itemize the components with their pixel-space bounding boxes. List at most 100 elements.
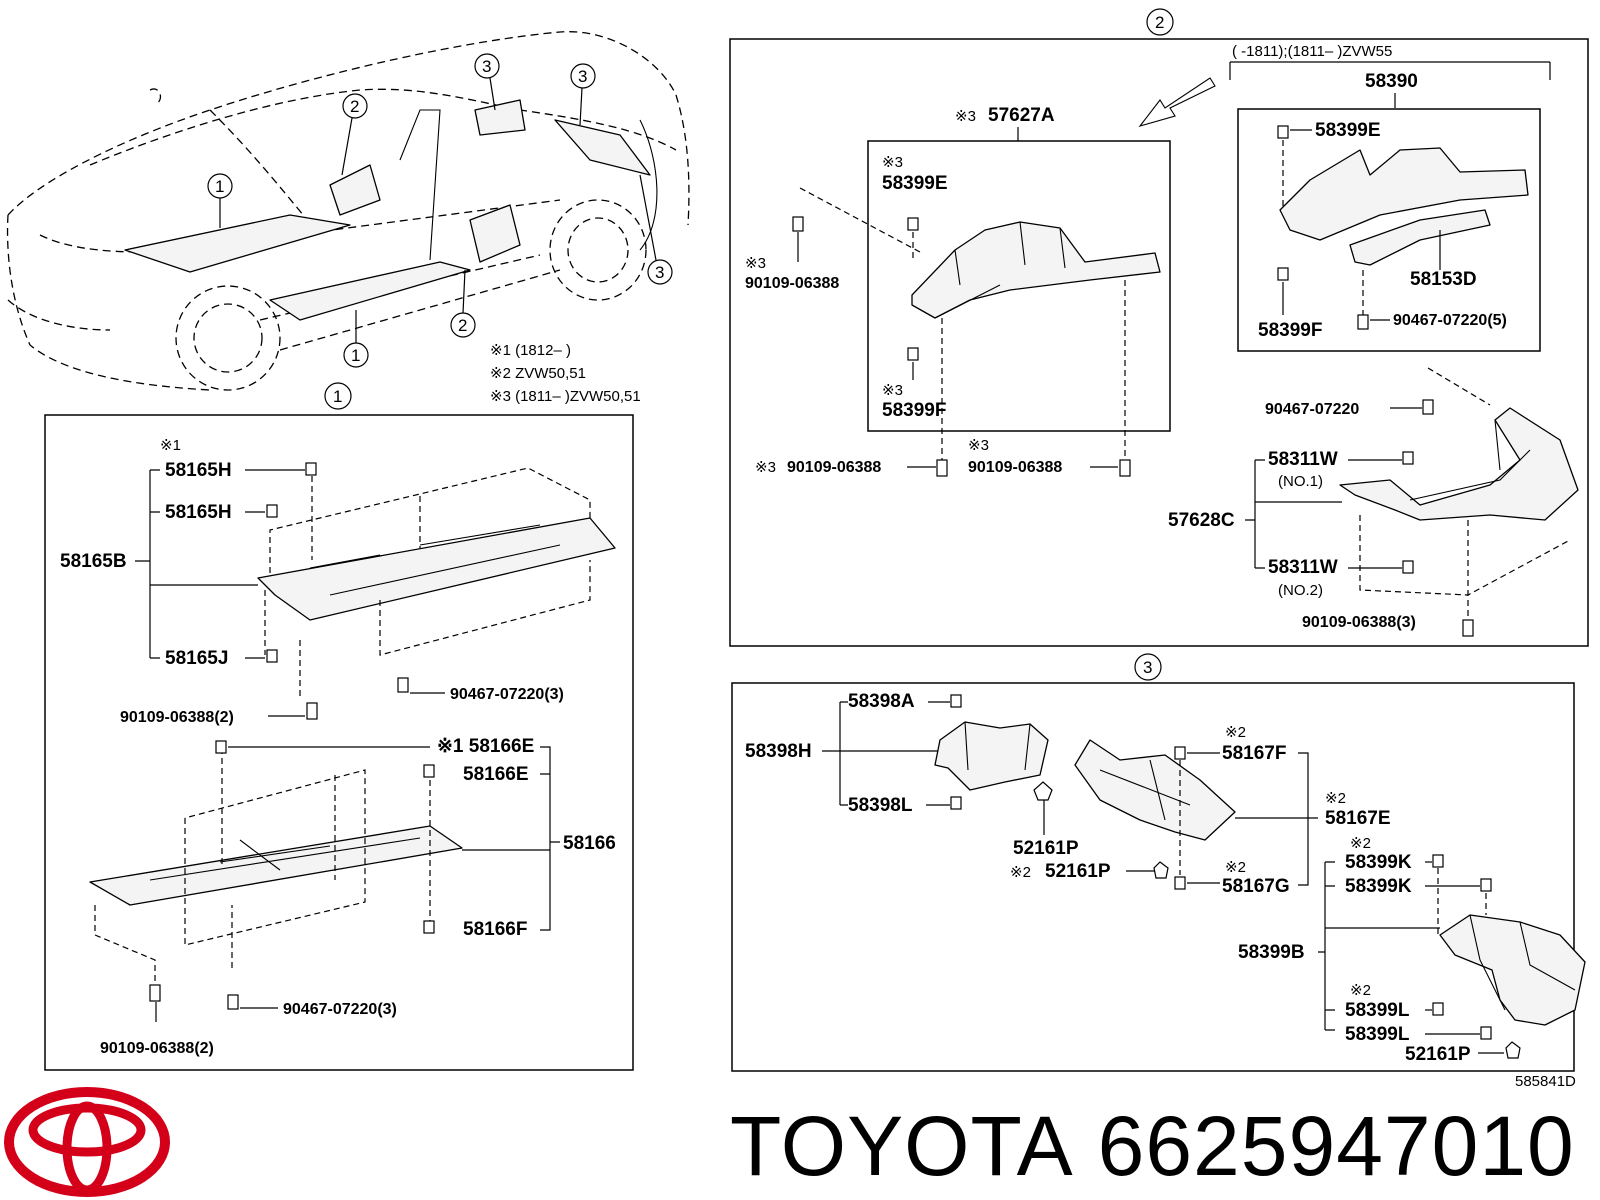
car-overview [6, 31, 690, 391]
label-57627A: 57627A [988, 105, 1055, 126]
label-90109-06388-f: 90109-06388(3) [1302, 614, 1416, 631]
svg-text:※3: ※3 [755, 459, 776, 476]
label-58153D: 58153D [1410, 269, 1477, 290]
panel-3-frame [731, 682, 1575, 1072]
svg-text:※3: ※3 [968, 437, 989, 454]
label-58399B: 58399B [1238, 942, 1305, 963]
label-90109-06388-e: 90109-06388 [968, 459, 1062, 476]
callout-2-a: 2 [341, 93, 368, 176]
svg-text:※3: ※3 [882, 382, 903, 399]
callout-1-b: 1 [343, 310, 369, 368]
label-52161P-c: 52161P [1405, 1044, 1471, 1065]
label-90109-06388-b: 90109-06388(2) [100, 1040, 214, 1057]
rear-wheel-house-liner [1439, 914, 1586, 1026]
fender-liner-rear [934, 721, 1049, 791]
svg-text:2: 2 [458, 316, 467, 335]
label-58399F-a: 58399F [882, 400, 946, 421]
floor-side-member-cover [911, 221, 1161, 319]
panel-2-index: 2 [1146, 8, 1174, 36]
svg-text:3: 3 [482, 57, 491, 76]
svg-text:※2: ※2 [1225, 724, 1246, 741]
label-58166: 58166 [563, 833, 616, 854]
panel-3: 3 58398A 58398H 58398L 52161P ※2 52161P … [731, 653, 1586, 1072]
label-58166F: 58166F [463, 919, 527, 940]
panel-2-left-box [867, 140, 1171, 432]
label-90109-06388-c: 90109-06388 [745, 275, 839, 292]
side-member-reinforcement [1349, 209, 1491, 266]
panel-1-upper-labels: ※1 58165H 58165H 58165B 58165J 90467-072… [60, 437, 564, 726]
label-58165H-a: 58165H [165, 460, 232, 481]
svg-text:(NO.2): (NO.2) [1278, 582, 1323, 599]
callout-1-a: 1 [207, 173, 233, 228]
svg-text:※2: ※2 [1325, 790, 1346, 807]
svg-text:※2: ※2 [1350, 835, 1371, 852]
label-58166E-a: ※1 58166E [437, 736, 534, 757]
svg-text:1: 1 [333, 387, 342, 406]
group-note: ( -1811);(1811– )ZVW55 [1232, 43, 1392, 60]
label-58167F: 58167F [1222, 743, 1286, 764]
label-58399L-b: 58399L [1345, 1024, 1410, 1045]
part-number: 6625947010 [1097, 1099, 1575, 1193]
side-member-upper [1279, 147, 1529, 241]
label-58311W-b: 58311W [1268, 557, 1338, 578]
label-90467-07220-b: 90467-07220(3) [283, 1001, 397, 1018]
label-90467-07220-a: 90467-07220(3) [450, 686, 564, 703]
label-58399F-b: 58399F [1258, 320, 1322, 341]
svg-text:2: 2 [1155, 13, 1164, 32]
label-58398L: 58398L [848, 795, 913, 816]
overview-callouts: 1 2 3 3 3 2 1 [207, 53, 673, 368]
svg-text:※2: ※2 [1225, 859, 1246, 876]
svg-text:※2: ※2 [1010, 864, 1031, 881]
callout-3-b: 3 [570, 63, 596, 126]
svg-text:3: 3 [578, 67, 587, 86]
toyota-logo [4, 1087, 170, 1197]
svg-text:(NO.1): (NO.1) [1278, 473, 1323, 490]
label-58399E-a: 58399E [882, 173, 948, 194]
label-58390: 58390 [1365, 71, 1418, 92]
label-58399K-b: 58399K [1345, 876, 1412, 897]
panel-1: 1 ※1 58165H 58165H 58165B 58165J [44, 382, 634, 1071]
panel-1-frame [44, 414, 634, 1071]
note-2: ※2 ZVW50,51 [490, 365, 586, 382]
label-58167G: 58167G [1222, 876, 1290, 897]
direction-arrow [1138, 77, 1216, 127]
label-90467-07220-c: 90467-07220(5) [1393, 312, 1507, 329]
panel-3-index: 3 [1134, 653, 1162, 681]
svg-text:※1: ※1 [160, 437, 181, 454]
under-cover-front [257, 467, 616, 700]
under-cover-rear [89, 748, 463, 985]
label-90109-06388-d: 90109-06388 [787, 459, 881, 476]
svg-text:1: 1 [351, 346, 360, 365]
label-58165J: 58165J [165, 648, 228, 669]
note-1: ※1 (1812– ) [490, 342, 571, 359]
label-90109-06388-a: 90109-06388(2) [120, 709, 234, 726]
label-58167E: 58167E [1325, 808, 1391, 829]
panel-2: 2 ( -1811);(1811– )ZVW55 58390 ※3 57627A… [729, 8, 1589, 647]
label-58165B: 58165B [60, 551, 127, 572]
svg-text:1: 1 [215, 177, 224, 196]
svg-text:3: 3 [1143, 658, 1152, 677]
applicability-notes: ※1 (1812– ) ※2 ZVW50,51 ※3 (1811– )ZVW50… [490, 342, 641, 405]
label-58398H: 58398H [745, 741, 812, 762]
svg-text:※3: ※3 [955, 108, 976, 125]
panel-1-lower-labels: ※1 58166E 58166E 58166 58166F 90467-0722… [100, 736, 616, 1057]
label-58399E-b: 58399E [1315, 120, 1381, 141]
label-58311W-a: 58311W [1268, 449, 1338, 470]
callout-3-a: 3 [474, 53, 500, 111]
svg-text:3: 3 [655, 263, 664, 282]
label-52161P-b: 52161P [1045, 861, 1111, 882]
label-58165H-b: 58165H [165, 502, 232, 523]
label-90467-07220-d: 90467-07220 [1265, 401, 1359, 418]
svg-text:2: 2 [350, 97, 359, 116]
label-58398A: 58398A [848, 691, 915, 712]
rear-floor-under-cover [1074, 739, 1236, 841]
brand-name: TOYOTA [730, 1099, 1074, 1193]
panel-2-frame [729, 38, 1589, 647]
label-58166E-b: 58166E [463, 764, 529, 785]
label-58399K-a: 58399K [1345, 852, 1412, 873]
panel-1-index: 1 [324, 382, 352, 410]
panel-2-right-box [1237, 108, 1541, 352]
svg-text:※2: ※2 [1350, 982, 1371, 999]
